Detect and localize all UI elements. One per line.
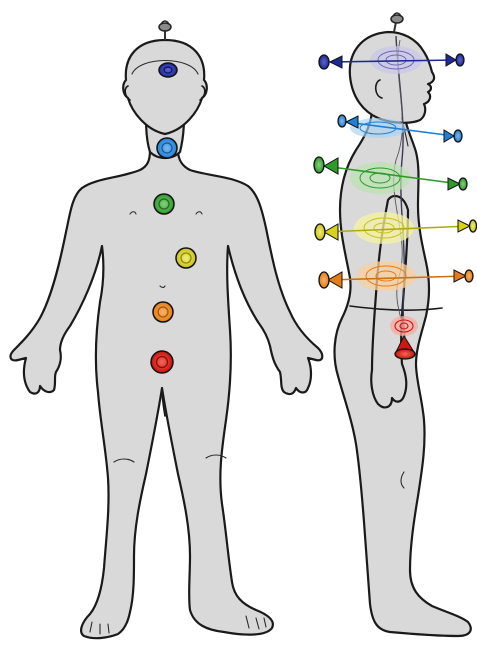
front-view-figure (11, 21, 323, 638)
side-head (350, 32, 434, 123)
side-chakra-third-eye (319, 46, 464, 74)
front-chakra-sacral (153, 302, 173, 322)
front-chakra-root (151, 351, 173, 373)
front-body-outline (11, 150, 323, 638)
side-crown-spiral (391, 13, 403, 32)
front-chakra-heart (154, 194, 174, 214)
front-chakra-third-eye (159, 63, 177, 77)
side-view-figure (314, 13, 477, 636)
front-chakra-solar-plexus (176, 248, 196, 268)
front-head (123, 40, 207, 134)
front-chakra-throat (157, 138, 177, 158)
side-chakra-sacral (319, 261, 473, 291)
front-crown-spiral (159, 21, 171, 40)
